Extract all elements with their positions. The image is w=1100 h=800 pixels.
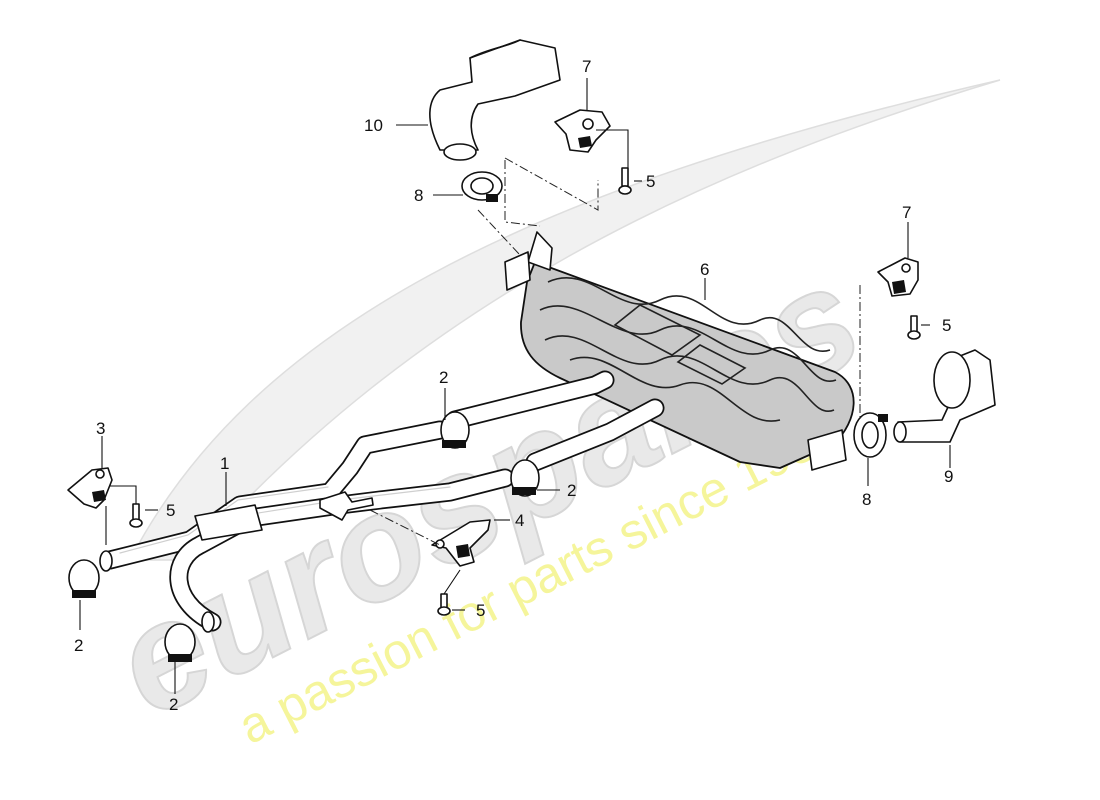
callout-5-upper: 5 bbox=[646, 172, 655, 191]
bracket-part-7-upper bbox=[554, 109, 611, 153]
callout-1: 1 bbox=[220, 454, 229, 473]
clamp-part-2-upper bbox=[440, 411, 470, 449]
bolt-part-5-upper bbox=[618, 167, 632, 195]
callout-3: 3 bbox=[96, 419, 105, 438]
assembly-lines bbox=[105, 129, 861, 595]
callout-labels: 10 7 8 5 6 7 5 2 2 1 3 5 4 5 8 9 2 2 bbox=[74, 57, 953, 714]
callout-leaders bbox=[79, 78, 951, 694]
front-pipe-assembly-part-1 bbox=[99, 420, 515, 633]
clamp-part-2-front-right bbox=[164, 623, 196, 662]
callout-4: 4 bbox=[515, 511, 524, 530]
left-tailpipe-part-10 bbox=[429, 39, 561, 161]
callout-6: 6 bbox=[700, 260, 709, 279]
bolt-part-5-right bbox=[907, 315, 921, 340]
bolt-part-5-lower bbox=[437, 593, 451, 616]
rear-muffler-part-6 bbox=[520, 231, 855, 469]
bracket-part-3 bbox=[67, 467, 113, 509]
brackets bbox=[67, 109, 919, 567]
callout-2-upper: 2 bbox=[439, 368, 448, 387]
callout-8-upper: 8 bbox=[414, 186, 423, 205]
callout-2-right: 2 bbox=[567, 481, 576, 500]
callout-5-left: 5 bbox=[166, 501, 175, 520]
clamps bbox=[68, 171, 888, 662]
muffler-outlets bbox=[504, 251, 847, 471]
callout-5-right: 5 bbox=[942, 316, 951, 335]
bolts bbox=[129, 167, 921, 616]
muffler-bracket bbox=[527, 231, 553, 271]
bolt-part-5-left bbox=[129, 503, 143, 528]
callout-7-right: 7 bbox=[902, 203, 911, 222]
clamp-part-2-right bbox=[510, 459, 540, 497]
clamp-part-2-front-left bbox=[68, 559, 100, 598]
callout-2-front-left: 2 bbox=[74, 636, 83, 655]
callout-5-lower: 5 bbox=[476, 601, 485, 620]
clamp-part-8-left bbox=[461, 171, 503, 202]
right-tailpipe-part-9 bbox=[893, 349, 996, 443]
callout-9: 9 bbox=[944, 467, 953, 486]
callout-8-right: 8 bbox=[862, 490, 871, 509]
callout-2-front-right: 2 bbox=[169, 695, 178, 714]
clamp-part-8-right bbox=[853, 412, 888, 458]
callout-7-upper: 7 bbox=[582, 57, 591, 76]
callout-10: 10 bbox=[364, 116, 383, 135]
muffler-inlet-pipes bbox=[445, 370, 665, 472]
bracket-part-4 bbox=[431, 519, 491, 567]
bracket-part-7-right bbox=[877, 257, 919, 297]
